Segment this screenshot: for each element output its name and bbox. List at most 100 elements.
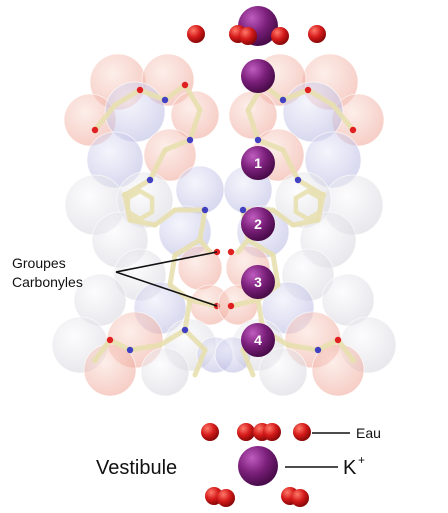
potassium-charge: + <box>358 453 365 467</box>
binding-site-label: 4 <box>254 332 262 348</box>
water-molecule <box>291 489 309 507</box>
left-backbone-bond <box>112 87 143 108</box>
potassium-ion <box>241 265 275 299</box>
water-molecule <box>263 423 281 441</box>
potassium-callout: K + <box>285 453 365 479</box>
left-backbone-bond <box>197 237 213 255</box>
right-backbone-bond <box>270 252 281 288</box>
left-backbone-bond <box>162 137 193 153</box>
carbonyl-callout: Groupes Carbonyles <box>12 251 218 307</box>
left-stick-atom <box>91 126 99 134</box>
left-stick-atom <box>161 96 169 104</box>
right-stick-atom <box>239 206 247 214</box>
left-backbone-bond <box>107 337 133 353</box>
left-stick-atom <box>126 346 134 354</box>
right-stick-atom <box>279 96 287 104</box>
left-backbone-bond <box>122 177 153 198</box>
water-molecule <box>201 423 219 441</box>
left-backbone-bond <box>167 282 193 303</box>
left-stick-atom <box>146 176 154 184</box>
water-callout: Eau <box>312 425 381 441</box>
vestibule-label: Vestibule <box>96 457 177 479</box>
left-backbone-bond <box>92 102 118 133</box>
left-stick-atom <box>181 326 189 334</box>
right-backbone-bond <box>270 207 296 228</box>
right-stick-atom <box>334 336 342 344</box>
left-aromatic-ring <box>125 188 155 222</box>
right-stick-atom <box>304 86 312 94</box>
binding-site-label: 2 <box>254 216 262 232</box>
right-shell-atom <box>258 347 308 397</box>
left-shell-atom <box>140 347 190 397</box>
carbonyl-label-line2: Carbonyles <box>12 274 83 290</box>
right-backbone-bond <box>290 217 321 228</box>
water-molecule <box>308 25 326 43</box>
left-backbone-bond <box>167 252 178 288</box>
binding-site-label: 1 <box>254 155 262 171</box>
left-backbone-bond <box>92 337 113 363</box>
binding-site-label: 3 <box>254 274 262 290</box>
right-backbone-bond <box>280 147 301 183</box>
potassium-ion <box>238 446 278 486</box>
left-backbone-bond <box>127 217 158 228</box>
potassium-label: K <box>343 457 357 479</box>
water-molecule <box>217 489 235 507</box>
left-backbone-bond <box>147 147 168 183</box>
water-molecule <box>293 423 311 441</box>
potassium-ion <box>241 59 275 93</box>
carbonyl-pointer-2 <box>115 271 218 307</box>
right-backbone-bond <box>280 87 311 103</box>
right-backbone-bond <box>240 347 256 378</box>
left-backbone-bond <box>192 347 208 378</box>
right-backbone-bond <box>330 102 356 133</box>
left-backbone-bond <box>127 342 163 353</box>
left-backbone-bond <box>172 237 203 258</box>
left-backbone-bond <box>182 327 208 353</box>
right-stick-atom <box>349 126 357 134</box>
water-molecules <box>187 25 326 507</box>
left-backbone-bond <box>152 207 178 228</box>
left-stick-atom <box>106 336 114 344</box>
left-backbone-bond <box>157 327 188 348</box>
left-backbone-bond <box>182 297 193 333</box>
left-stick-atom <box>91 356 99 364</box>
right-backbone-bond <box>335 337 356 363</box>
water-molecule <box>239 27 257 45</box>
right-backbone-bond <box>285 342 321 353</box>
right-backbone-bond <box>315 337 341 353</box>
left-backbone-bond <box>182 82 203 113</box>
water-molecule <box>271 27 289 45</box>
left-shell-atom <box>170 90 220 140</box>
right-backbone-bond <box>245 237 276 258</box>
right-aromatic-ring <box>293 188 323 222</box>
left-stick-atom <box>201 206 209 214</box>
left-protein-strand <box>51 53 234 397</box>
left-stick-atom <box>136 86 144 94</box>
right-protein-strand <box>214 53 397 397</box>
carbonyl-label-line1: Groupes <box>12 255 66 271</box>
left-stick-atom <box>181 81 189 89</box>
left-stick-atom <box>186 136 194 144</box>
right-backbone-bond <box>245 107 261 143</box>
water-molecule <box>187 25 205 43</box>
left-backbone-bond <box>137 87 168 103</box>
potassium-ion <box>241 207 275 241</box>
left-backbone-bond <box>187 107 203 143</box>
right-stick-atom <box>227 302 235 310</box>
potassium-ion-column: 1 2 3 4 <box>238 6 278 486</box>
left-backbone-bond <box>162 82 188 103</box>
carbonyl-pointer-1 <box>115 251 218 273</box>
water-label: Eau <box>356 425 381 441</box>
right-backbone-bond <box>235 237 251 255</box>
right-stick-atom <box>227 248 235 256</box>
water-molecule <box>237 423 255 441</box>
right-stick-atom <box>254 136 262 144</box>
right-stick-atom <box>294 176 302 184</box>
right-backbone-bond <box>295 177 326 198</box>
right-stick-atom <box>349 356 357 364</box>
right-backbone-bond <box>305 87 336 108</box>
potassium-ion <box>241 323 275 357</box>
right-stick-atom <box>314 346 322 354</box>
left-backbone-bond <box>197 207 208 243</box>
